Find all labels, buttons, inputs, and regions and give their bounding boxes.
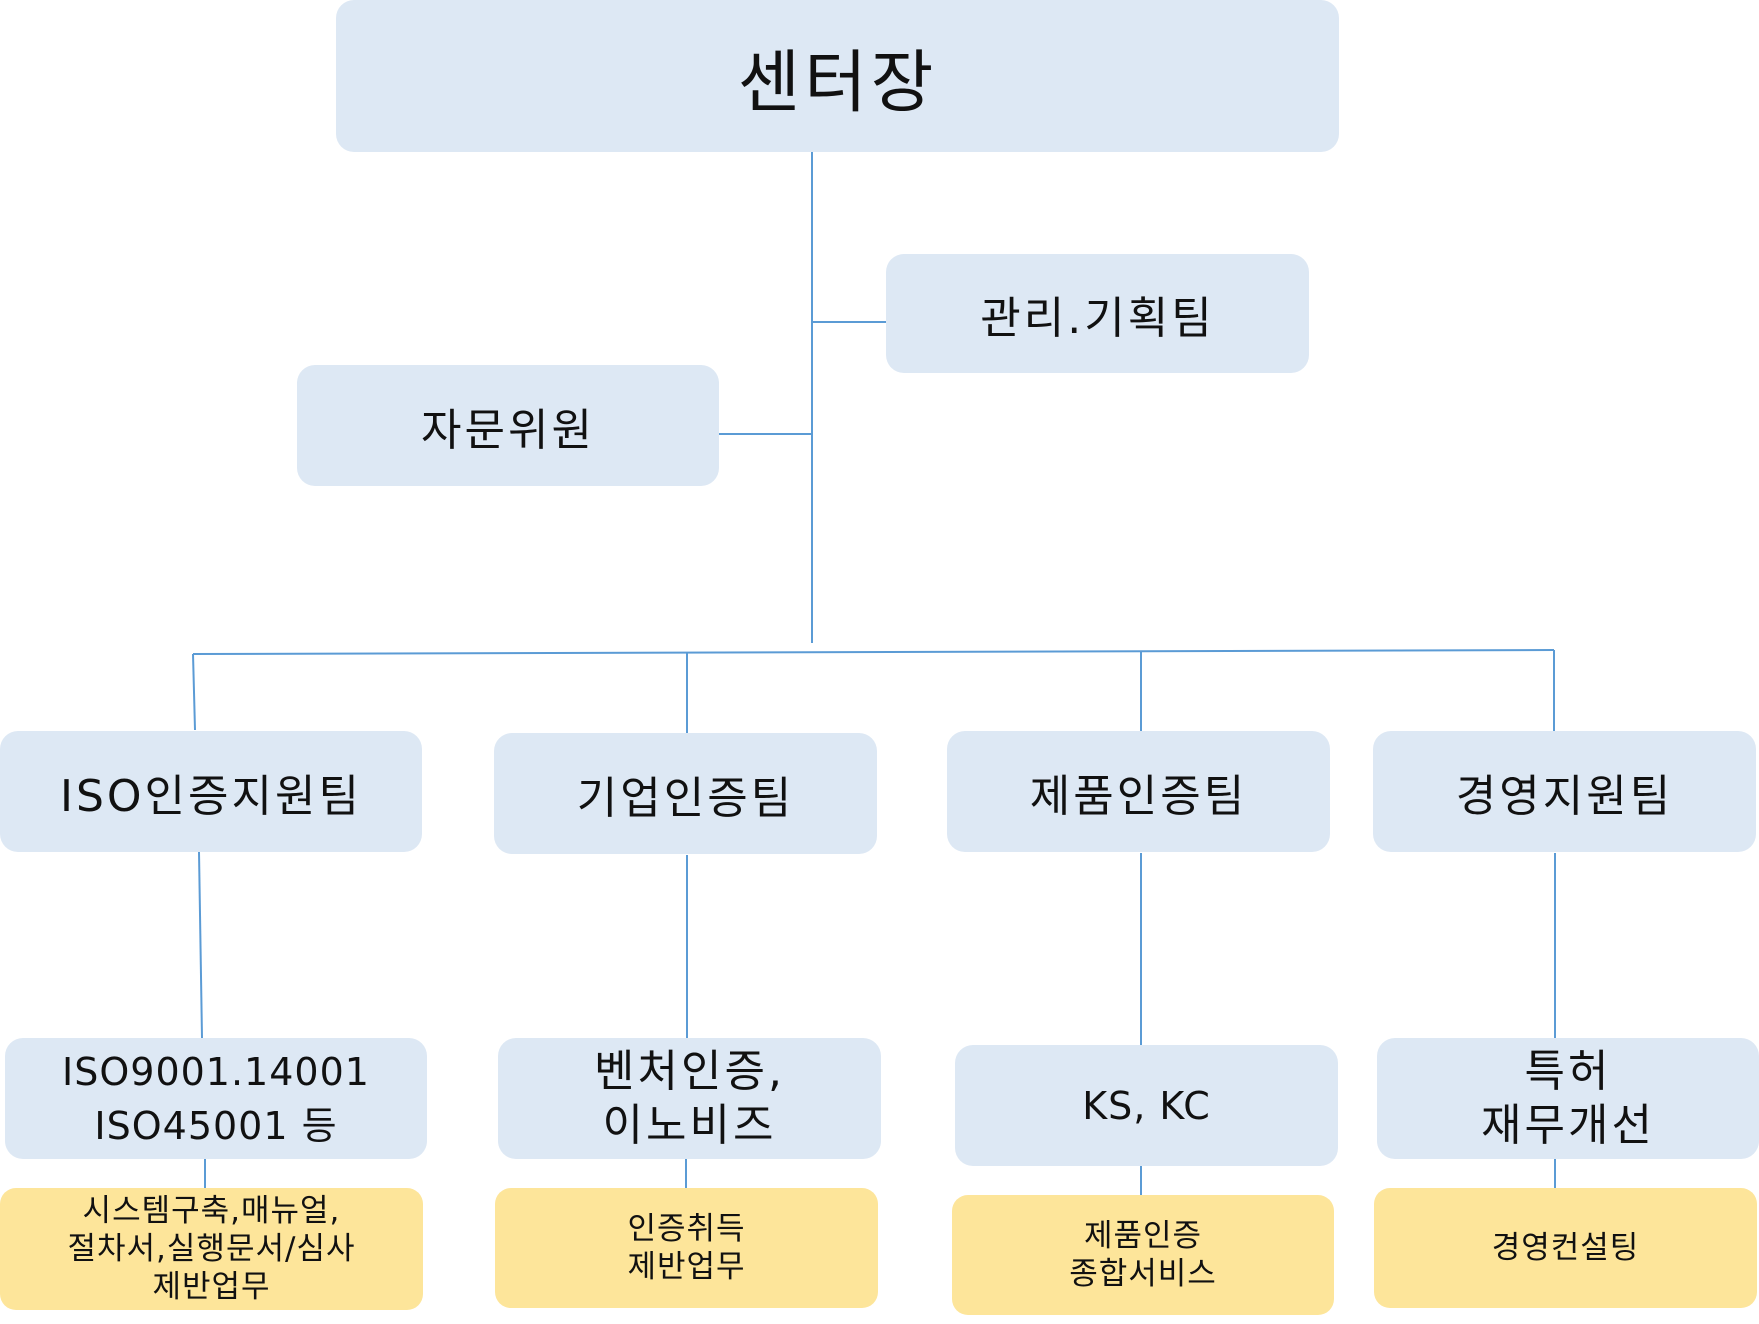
note-line-product-2: 종합서비스 (1069, 1256, 1217, 1292)
team-box-corporate: 기업인증팀 (494, 733, 877, 854)
note-line-iso-1: 시스템구축,매뉴얼, (82, 1193, 341, 1229)
sub-line-iso-2: ISO45001 등 (94, 1103, 338, 1148)
team-box-iso: ISO인증지원팀 (0, 731, 422, 852)
note-box-management-support: 경영컨설팅 (1374, 1188, 1757, 1308)
sub-line-management-support-2: 재무개선 (1481, 1099, 1655, 1151)
team-label-management-support: 경영지원팀 (1455, 770, 1674, 822)
team-box-product: 제품인증팀 (947, 731, 1330, 852)
sub-box-iso: ISO9001.14001 ISO45001 등 (5, 1038, 427, 1159)
sub-line-management-support-1: 특허 (1524, 1045, 1612, 1097)
team-label-product: 제품인증팀 (1029, 770, 1248, 822)
center-head-box: 센터장 (336, 0, 1339, 152)
note-box-iso: 시스템구축,매뉴얼, 절차서,실행문서/심사 제반업무 (0, 1188, 423, 1310)
sub-line-iso-1: ISO9001.14001 (62, 1049, 370, 1094)
team-label-corporate: 기업인증팀 (576, 772, 795, 824)
center-head-label: 센터장 (737, 43, 938, 123)
team-bus-line (192, 649, 1555, 655)
sub-box-management-support: 특허 재무개선 (1377, 1038, 1759, 1159)
note-box-corporate: 인증취득 제반업무 (495, 1188, 878, 1308)
note-line-iso-2: 절차서,실행문서/심사 (67, 1231, 356, 1267)
note-line-corporate-1: 인증취득 (627, 1211, 746, 1247)
management-team-box: 관리.기획팀 (886, 254, 1309, 373)
note-line-iso-3: 제반업무 (152, 1269, 271, 1305)
team-box-management-support: 경영지원팀 (1373, 731, 1756, 852)
team-drop-1 (192, 653, 196, 731)
team-label-iso: ISO인증지원팀 (60, 770, 362, 822)
note-box-product: 제품인증 종합서비스 (952, 1195, 1334, 1315)
sub-line-corporate-1: 벤처인증, (594, 1045, 785, 1097)
advisory-box: 자문위원 (297, 365, 719, 486)
management-team-label: 관리.기획팀 (980, 292, 1215, 344)
note-line-product-1: 제품인증 (1083, 1218, 1203, 1254)
sub-link-1 (198, 851, 203, 1039)
sub-line-corporate-2: 이노비즈 (602, 1099, 777, 1151)
sub-box-product: KS, KC (955, 1045, 1338, 1166)
note-line-management-support-1: 경영컨설팅 (1491, 1230, 1640, 1266)
advisory-label: 자문위원 (421, 404, 595, 456)
sub-line-product-1: KS, KC (1082, 1083, 1211, 1128)
note-line-corporate-2: 제반업무 (627, 1249, 746, 1285)
sub-box-corporate: 벤처인증, 이노비즈 (498, 1038, 881, 1159)
